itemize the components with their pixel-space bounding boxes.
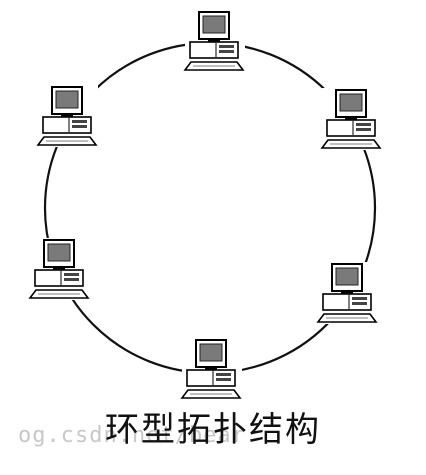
- diagram-caption: 环型拓扑结构: [105, 410, 321, 450]
- screen: [202, 15, 226, 34]
- computer-bottom-right: [316, 262, 378, 324]
- screen: [199, 343, 223, 362]
- computer-top-left: [36, 85, 98, 147]
- nodes-layer: [28, 10, 382, 400]
- computer-top: [183, 10, 245, 72]
- computer-bottom-left: [28, 238, 90, 300]
- screen: [339, 93, 363, 112]
- screen: [47, 243, 71, 262]
- computer-top-right: [320, 88, 382, 150]
- watermark-text: og.csdn.net/bear: [18, 423, 246, 448]
- computer-bottom: [180, 338, 242, 400]
- screen: [335, 267, 359, 286]
- screen: [55, 90, 79, 109]
